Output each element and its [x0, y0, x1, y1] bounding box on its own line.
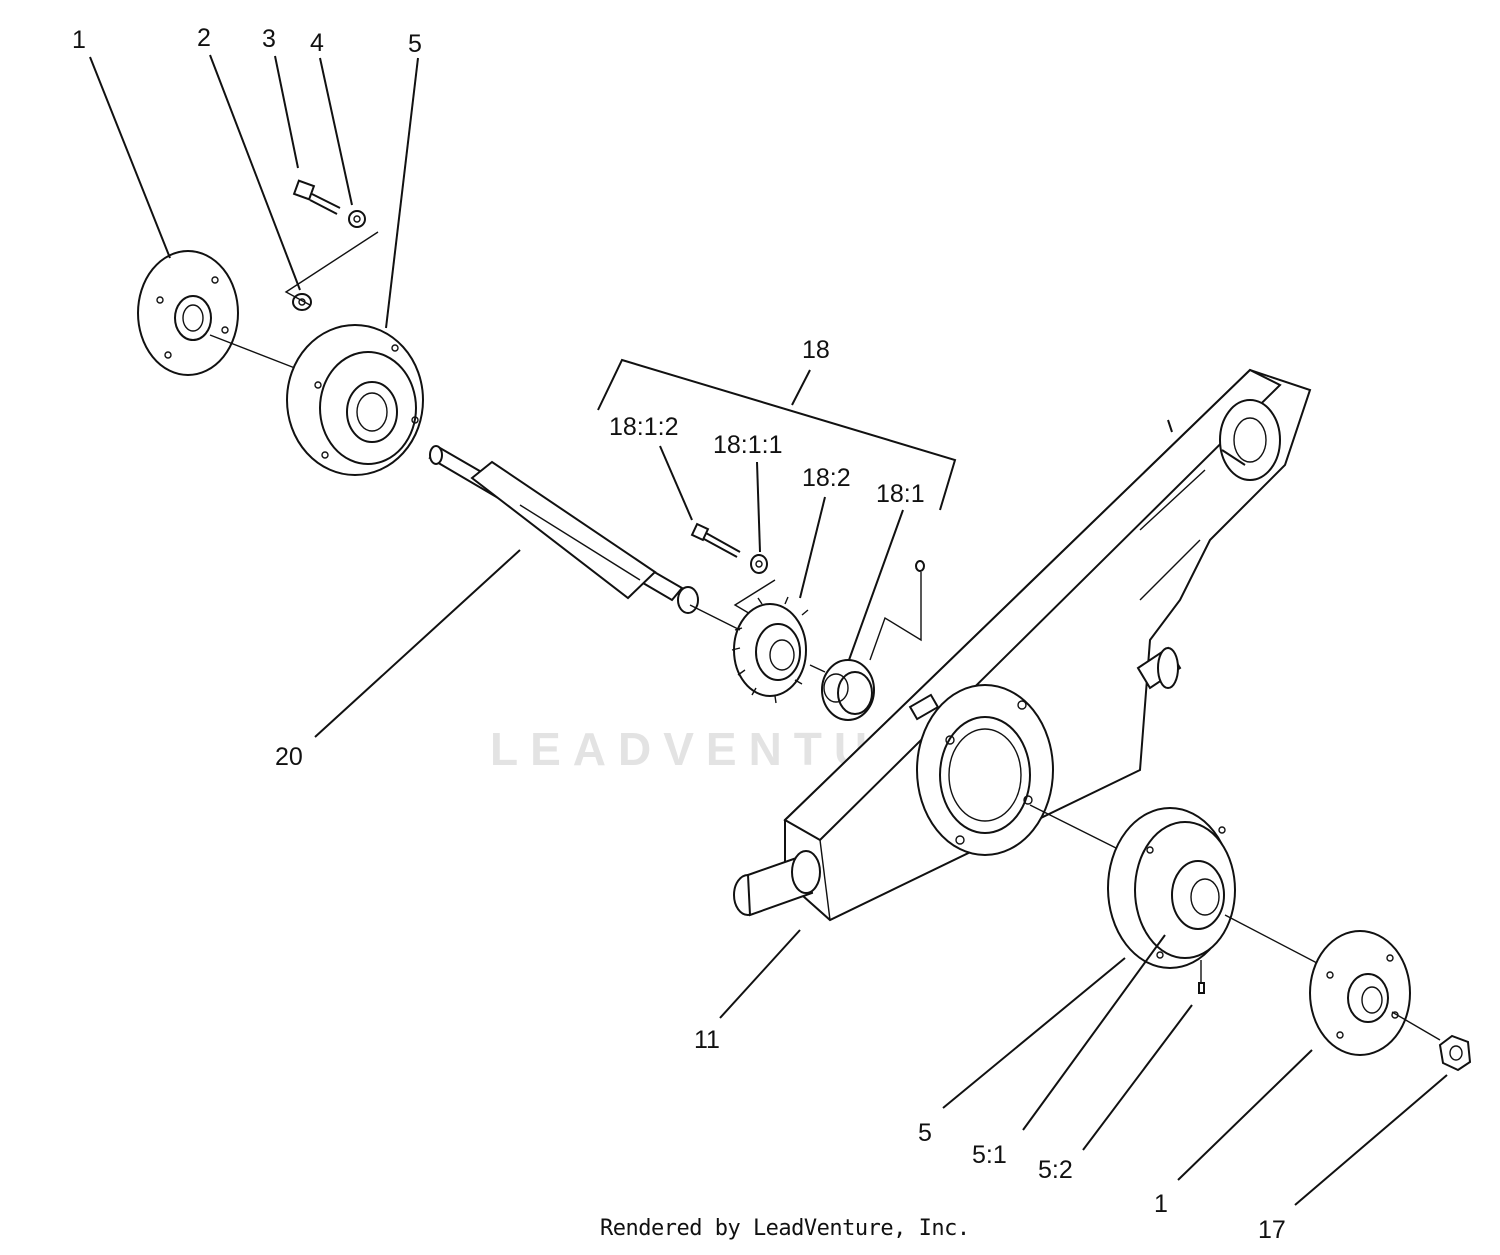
callout-3: 3 [262, 25, 276, 53]
part-18-1-1-nut[interactable] [750, 554, 768, 574]
callout-18-1: 18:1 [876, 480, 925, 508]
part-1-hub-flange-left[interactable] [137, 250, 239, 376]
callout-17: 17 [1258, 1216, 1286, 1244]
footer-credit: Rendered by LeadVenture, Inc. [600, 1216, 970, 1241]
callout-5-right: 5 [918, 1119, 932, 1147]
callout-5-2: 5:2 [1038, 1156, 1073, 1184]
callout-18-2: 18:2 [802, 464, 851, 492]
part-18-set-screw[interactable] [915, 560, 925, 572]
callout-5-1: 5:1 [972, 1141, 1007, 1169]
part-18-1-2-bolt[interactable] [690, 522, 741, 558]
callout-18-1-2: 18:1:2 [609, 413, 679, 441]
callout-18: 18 [802, 336, 830, 364]
part-3-bolt[interactable] [292, 179, 341, 215]
part-5-bearing-housing-left[interactable] [286, 324, 424, 476]
callout-18-1-1: 18:1:1 [713, 431, 783, 459]
callout-5-left: 5 [408, 30, 422, 58]
part-18-2-sprocket[interactable] [731, 596, 809, 704]
part-1-hub-flange-right[interactable] [1309, 930, 1411, 1056]
callout-20: 20 [275, 743, 303, 771]
part-5-1-bearing-insert[interactable] [1171, 860, 1225, 930]
callout-11: 11 [694, 1026, 720, 1054]
part-5-2-grease-fitting[interactable] [1198, 982, 1205, 994]
callout-2: 2 [197, 24, 211, 52]
part-17-nut[interactable] [1438, 1034, 1472, 1072]
part-11-chain-case[interactable] [733, 368, 1312, 922]
part-18-1-collar[interactable] [821, 659, 875, 721]
part-4-nut[interactable] [348, 210, 366, 228]
callout-1-right: 1 [1154, 1190, 1168, 1218]
leader-lines [89, 54, 1448, 1206]
callout-1-left: 1 [72, 26, 86, 54]
part-2-washer[interactable] [292, 293, 312, 311]
callout-4: 4 [310, 29, 324, 57]
part-20-shaft[interactable] [428, 445, 699, 614]
